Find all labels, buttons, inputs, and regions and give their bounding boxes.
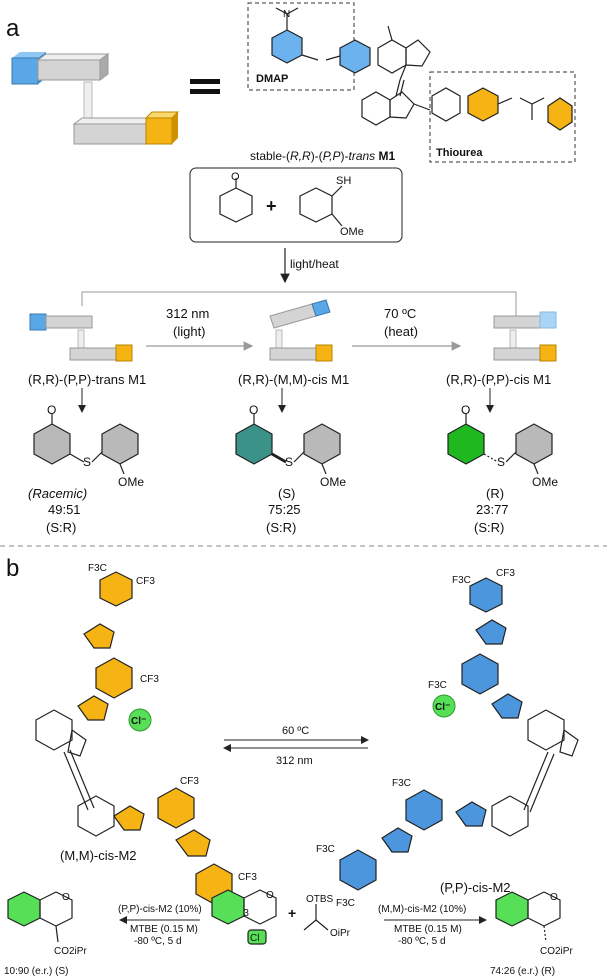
substrate-cl: Cl: [250, 933, 259, 944]
right-f3c-bottom1: F3C: [316, 844, 335, 855]
cyclohexenone: [219, 178, 253, 223]
left-chloride-ion: [128, 708, 152, 732]
backward-label: 312 nm: [276, 755, 313, 767]
otbs-label: OTBS: [306, 894, 334, 905]
reagents-box: [189, 167, 403, 243]
state1-config: (Racemic): [28, 486, 87, 501]
right-chloride-ion: [432, 694, 456, 718]
right-f3c-lower: F3C: [392, 778, 411, 789]
equals-bar-top: [190, 79, 220, 84]
reagent-ome: OMe: [340, 226, 364, 238]
light-heat-label: light/heat: [290, 257, 339, 271]
dmap-label: DMAP: [256, 73, 288, 85]
motor-schematic-large: [11, 52, 180, 145]
substrate-o: O: [266, 890, 274, 901]
reagent-sh: SH: [336, 175, 351, 187]
motor-small-mm-cis: [269, 299, 333, 362]
left-cf3-lower: CF3: [180, 776, 199, 787]
left-chloride-label: Cl⁻: [131, 716, 146, 727]
product-isochroman-s: [7, 891, 73, 943]
product1-s: S: [83, 455, 91, 469]
state2-ratio-label: (S:R): [266, 520, 296, 535]
state-mm-cis-name: (R,R)-(M,M)-cis M1: [238, 372, 349, 387]
state2-config: (S): [278, 486, 295, 501]
product3-ome: OMe: [532, 475, 558, 489]
left-m2-name: (M,M)-cis-M2: [60, 848, 137, 863]
right-solvent: MTBE (0.15 M): [394, 924, 462, 935]
product2-s: S: [285, 455, 293, 469]
left-f3c-top: F3C: [88, 563, 107, 574]
silyl-ketene-acetal: [303, 904, 329, 931]
state1-ratio-label: (S:R): [46, 520, 76, 535]
product3-o: O: [461, 403, 470, 417]
state2-ratio: 75:25: [268, 502, 301, 517]
dmap-structure: [271, 7, 341, 64]
product-r-enantiomer: [447, 414, 553, 475]
left-cf3-top: CF3: [136, 576, 155, 587]
right-f3c-top: F3C: [452, 575, 471, 586]
panel-a-label: a: [6, 15, 20, 42]
left-cf3-bottom1: CF3: [238, 872, 257, 883]
right-result: 74:26 (e.r.) (R): [490, 966, 555, 977]
left-co2ipr: CO2iPr: [54, 946, 87, 957]
right-co2ipr: CO2iPr: [540, 946, 573, 957]
step1-wavelength: 312 nm: [166, 306, 209, 321]
m1-motor-core: [339, 25, 573, 131]
state1-ratio: 49:51: [48, 502, 81, 517]
product3-s: S: [497, 455, 505, 469]
left-result: 10:90 (e.r.) (S): [4, 966, 68, 977]
product1-o: O: [47, 403, 56, 417]
motor-small-trans: [29, 313, 133, 362]
left-cf3-mid: CF3: [140, 674, 159, 685]
right-product-o: O: [550, 892, 558, 903]
thiourea-label: Thiourea: [436, 147, 483, 159]
forward-label: 60 ºC: [282, 725, 309, 737]
chloro-isochroman: [211, 889, 277, 945]
right-catalyst: (M,M)-cis-M2 (10%): [378, 904, 466, 915]
state3-ratio-label: (S:R): [474, 520, 504, 535]
motor-small-pp-cis: [493, 311, 557, 362]
state3-config: (R): [486, 486, 504, 501]
reagents-plus: +: [266, 196, 277, 216]
reaction-plus: +: [288, 905, 296, 921]
step2-temp: 70 ºC: [384, 306, 416, 321]
cycle-bracket: [81, 291, 517, 316]
dmap-n: N: [283, 9, 290, 20]
step2-mode: (heat): [384, 324, 418, 339]
right-chloride-label: Cl⁻: [435, 702, 450, 713]
right-f3c-mid: F3C: [428, 680, 447, 691]
right-cf3-top: CF3: [496, 568, 515, 579]
right-m2-name: (P,P)-cis-M2: [440, 880, 511, 895]
stable-m1-caption: stable-(R,R)-(P,P)-trans M1: [250, 149, 396, 163]
thiophenol: [299, 185, 343, 227]
thiourea-box: [429, 71, 576, 163]
reagent-o: O: [231, 171, 240, 183]
right-conditions: -80 ºC, 5 d: [398, 936, 446, 947]
oipr-label: OiPr: [330, 928, 351, 939]
pp-cis-m2-structure: [339, 577, 579, 891]
state-pp-cis-name: (R,R)-(P,P)-cis M1: [446, 372, 551, 387]
left-conditions: -80 ºC, 5 d: [134, 936, 182, 947]
product-racemic: [33, 414, 139, 475]
left-solvent: MTBE (0.15 M): [130, 924, 198, 935]
equals-bar-bottom: [190, 89, 220, 94]
product2-ome: OMe: [320, 475, 346, 489]
left-product-o: O: [62, 892, 70, 903]
product1-ome: OMe: [118, 475, 144, 489]
product-s-enantiomer: [235, 414, 341, 475]
left-catalyst: (P,P)-cis-M2 (10%): [118, 904, 202, 915]
step1-mode: (light): [173, 324, 206, 339]
right-f3c-bottom2: F3C: [336, 898, 355, 909]
product-isochroman-r: [495, 891, 561, 943]
state3-ratio: 23:77: [476, 502, 509, 517]
panel-b-label: b: [6, 555, 19, 582]
product2-o: O: [249, 403, 258, 417]
state-trans-name: (R,R)-(P,P)-trans M1: [28, 372, 146, 387]
mm-cis-m2-structure: [35, 571, 233, 905]
